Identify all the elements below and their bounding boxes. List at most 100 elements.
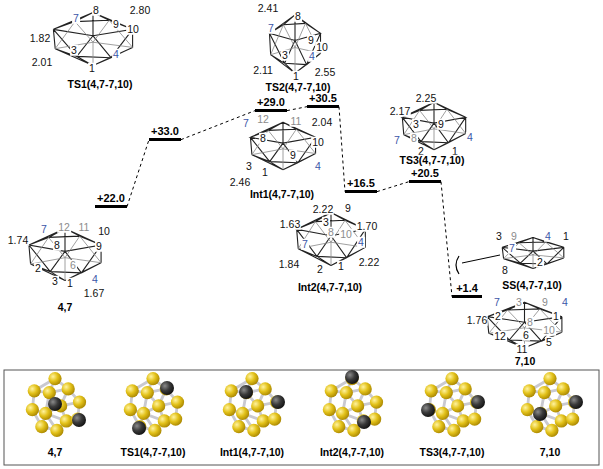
structure-name: SS(4,7-7,10) [501, 280, 563, 291]
atom-label: 1.63 [279, 219, 301, 230]
carbon-atom [48, 397, 62, 411]
atom-label: 11 [78, 222, 91, 233]
cage-int1 [250, 122, 315, 169]
energy-level: +33.0 [149, 125, 181, 142]
atom-label: 7 [40, 224, 48, 235]
atom-label: 1 [292, 71, 300, 82]
atom-label: 3 [245, 161, 253, 172]
atom-label: 10 [97, 226, 111, 237]
atom-label: 2.55 [314, 67, 336, 78]
energy-level: +22.0 [95, 192, 127, 209]
atom-label: 2.22 [358, 257, 380, 268]
structure-name: TS1(4,7-7,10) [120, 447, 187, 458]
atom-label: 12 [57, 222, 71, 233]
cage-wireframes [29, 13, 564, 348]
atom-label: 7 [301, 239, 309, 250]
structure-name: TS1(4,7-7,10) [67, 79, 134, 90]
atom-label: 9 [307, 35, 315, 46]
atom-label: 4 [308, 51, 316, 62]
atom-label: 3 [412, 119, 420, 130]
atom-label: 6 [69, 260, 77, 271]
atom-label: 7 [508, 243, 516, 254]
atom-label: 11 [516, 344, 529, 355]
atom-label: 6 [522, 330, 530, 341]
atom-label: 8 [53, 240, 61, 251]
ball-model [124, 372, 184, 437]
carbon-atom [569, 395, 583, 409]
carbon-atom [471, 395, 485, 409]
atom-label: 2.22 [312, 204, 334, 215]
dashed-connector [287, 107, 307, 111]
atom-label: 1 [562, 231, 570, 242]
atom-label: 10 [315, 42, 329, 53]
structure-name: 4,7 [57, 302, 74, 313]
atom-label: 7 [72, 13, 80, 24]
atom-label: 1 [552, 311, 560, 322]
atom-label: 3 [70, 45, 78, 56]
atom-label: 2.46 [229, 177, 251, 188]
atom-label: 3 [322, 217, 330, 228]
ss-leader [456, 255, 500, 274]
atom-label: 1.67 [83, 288, 105, 299]
atom-label: 4 [357, 237, 365, 248]
atom-label: 7 [267, 23, 275, 34]
atom-label: 1 [88, 63, 96, 74]
energy-value: +1.4 [452, 282, 482, 295]
atom-label: 9 [289, 150, 297, 161]
atom-label: 12 [493, 331, 507, 342]
energy-level: +1.4 [452, 282, 482, 299]
atom-label: 10 [339, 229, 353, 240]
energy-value: +16.5 [345, 177, 377, 190]
dashed-connector [441, 182, 452, 297]
atom-label: 2.25 [415, 93, 437, 104]
structure-name: Int2(4,7-7,10) [319, 447, 385, 458]
cage-ts3 [402, 102, 465, 149]
energy-level: +16.5 [345, 177, 377, 194]
structure-name: TS2(4,7-7,10) [265, 82, 332, 93]
bracket [456, 256, 459, 274]
cage-ts1 [53, 13, 132, 66]
atom-label: 2.17 [389, 106, 411, 117]
atom-label: 11 [290, 116, 303, 127]
atom-label: 1.74 [7, 235, 29, 246]
atom-label: 2.80 [129, 5, 151, 16]
structure-name: Int1(4,7-7,10) [219, 447, 285, 458]
atom-label: 9 [437, 119, 445, 130]
carbon-atom [72, 413, 86, 427]
leader-line [462, 255, 500, 263]
atom-label: 2.11 [252, 65, 274, 76]
atom-label: 2.01 [31, 57, 53, 68]
atom-label: 10 [126, 24, 140, 35]
atom-label: 4 [561, 297, 569, 308]
structure-name: Int2(4,7-7,10) [297, 282, 363, 293]
carbon-atom [239, 385, 253, 399]
energy-level: +30.5 [307, 92, 339, 109]
atom-label: 9 [112, 19, 120, 30]
atom-label: 2 [494, 311, 502, 322]
atom-label: 8 [410, 133, 418, 144]
structure-name: TS3(4,7-7,10) [419, 447, 486, 458]
carbon-atom [345, 370, 359, 384]
atom-label: 8 [526, 317, 534, 328]
atom-label: 4 [544, 231, 552, 242]
atom-label: 4 [91, 274, 99, 285]
atom-label: 2.41 [257, 3, 279, 14]
energy-level: +29.0 [255, 96, 287, 113]
model-panel [4, 370, 599, 465]
structure-name: 7,10 [514, 356, 536, 367]
atom-label: 4 [466, 132, 474, 143]
carbon-atom [160, 381, 174, 395]
atom-label: 8 [327, 227, 335, 238]
atom-label: 1 [337, 261, 345, 272]
atom-label: 8 [92, 5, 100, 16]
atom-label: 4 [314, 161, 322, 172]
energy-value: +33.0 [149, 125, 181, 138]
carbon-atom [271, 395, 285, 409]
atom-label: 10 [311, 137, 325, 148]
structure-name: Int1(4,7-7,10) [249, 189, 315, 200]
carbon-atom [132, 421, 146, 435]
dashed-connector [377, 182, 409, 192]
atom-label: 12 [256, 114, 270, 125]
carbon-atom [357, 415, 371, 429]
